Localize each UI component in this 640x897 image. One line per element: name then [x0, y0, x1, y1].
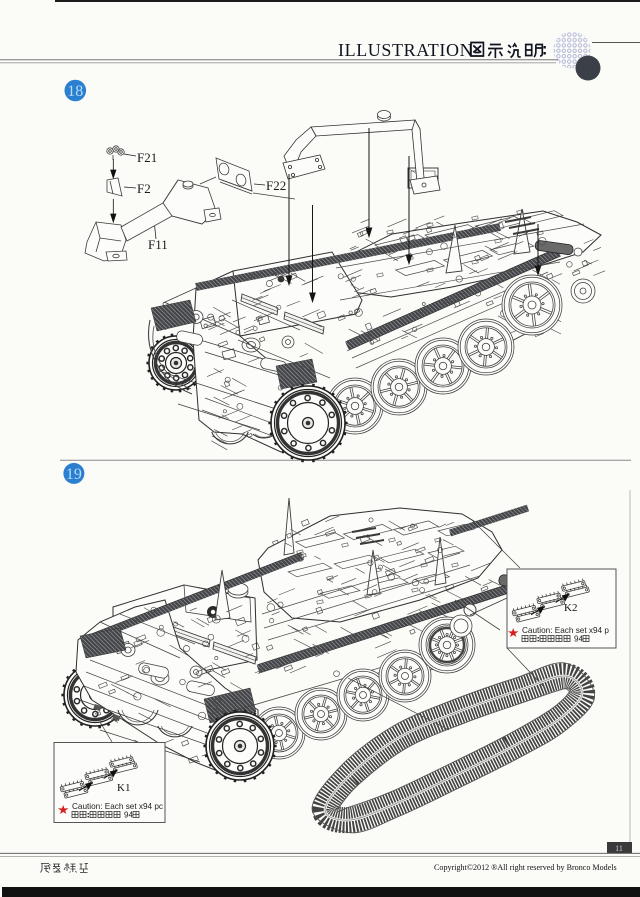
svg-text:K1: K1 — [117, 782, 130, 794]
svg-text:F21: F21 — [137, 150, 157, 165]
svg-text:94: 94 — [574, 635, 583, 644]
svg-text:11: 11 — [615, 844, 623, 853]
svg-text:K2: K2 — [564, 602, 577, 614]
svg-text:19: 19 — [66, 466, 82, 483]
svg-text:94: 94 — [124, 811, 133, 820]
svg-text:Caution: Each set x94 pc: Caution: Each set x94 pc — [72, 802, 163, 811]
svg-text:Caution: Each set x94 p: Caution: Each set x94 p — [522, 626, 609, 635]
svg-text:F22: F22 — [266, 178, 286, 193]
svg-text:18: 18 — [67, 83, 83, 100]
svg-text:F11: F11 — [148, 237, 168, 252]
svg-text:F2: F2 — [137, 181, 151, 196]
svg-text:Copyright©2012 ®All right res: Copyright©2012 ®All right reserved by Br… — [434, 863, 617, 872]
svg-text:ILLUSTRATION: ILLUSTRATION — [338, 40, 473, 60]
